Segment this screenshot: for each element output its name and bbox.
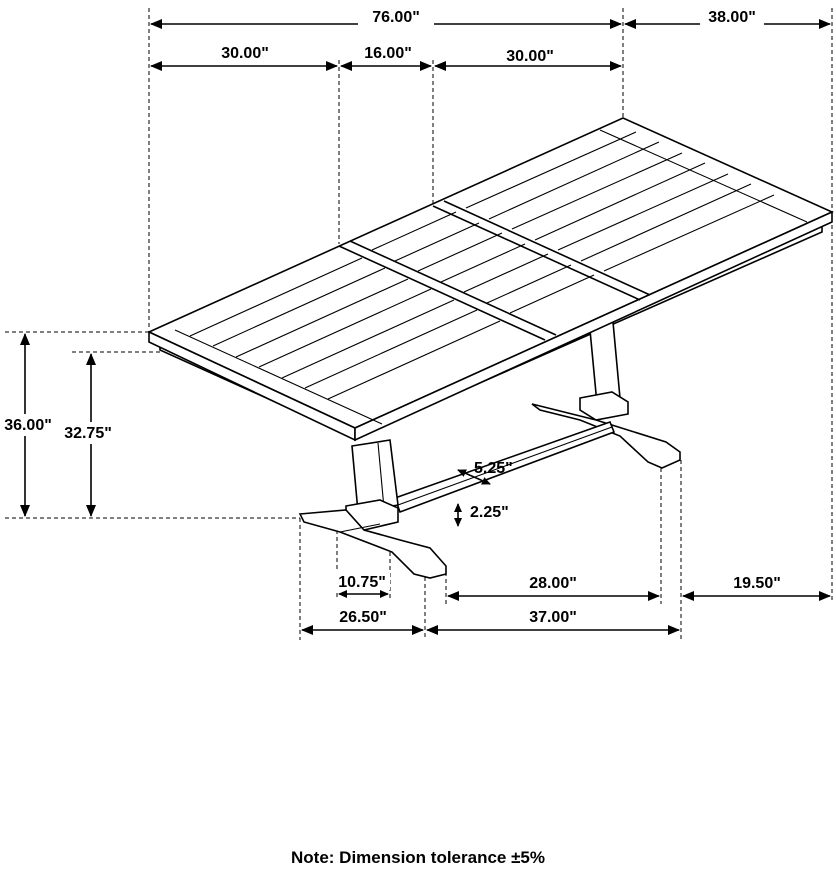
label-left-section: 30.00" (221, 45, 269, 62)
label-stretcher-width: 5.25" (474, 460, 513, 477)
label-total-length: 76.00" (372, 9, 420, 26)
label-apron-height: 32.75" (64, 425, 112, 442)
label-top-overhang: 19.50" (733, 575, 781, 592)
extension-lines (5, 8, 833, 640)
table-illustration (147, 117, 834, 579)
label-leaf: 16.00" (364, 45, 412, 62)
label-stretcher-height: 2.25" (470, 504, 509, 521)
label-total-height: 36.00" (4, 417, 52, 434)
label-pedestal-width: 10.75" (338, 574, 386, 591)
dimension-labels: 76.00" 38.00" 30.00" 16.00" 30.00" 36.00… (0, 8, 781, 626)
label-base-length: 26.50" (339, 609, 387, 626)
label-base-span: 37.00" (529, 609, 577, 626)
label-right-section: 30.00" (506, 48, 554, 65)
label-total-width: 38.00" (708, 9, 756, 26)
tolerance-note: Note: Dimension tolerance ±5% (291, 848, 545, 867)
label-between-bases: 28.00" (529, 575, 577, 592)
